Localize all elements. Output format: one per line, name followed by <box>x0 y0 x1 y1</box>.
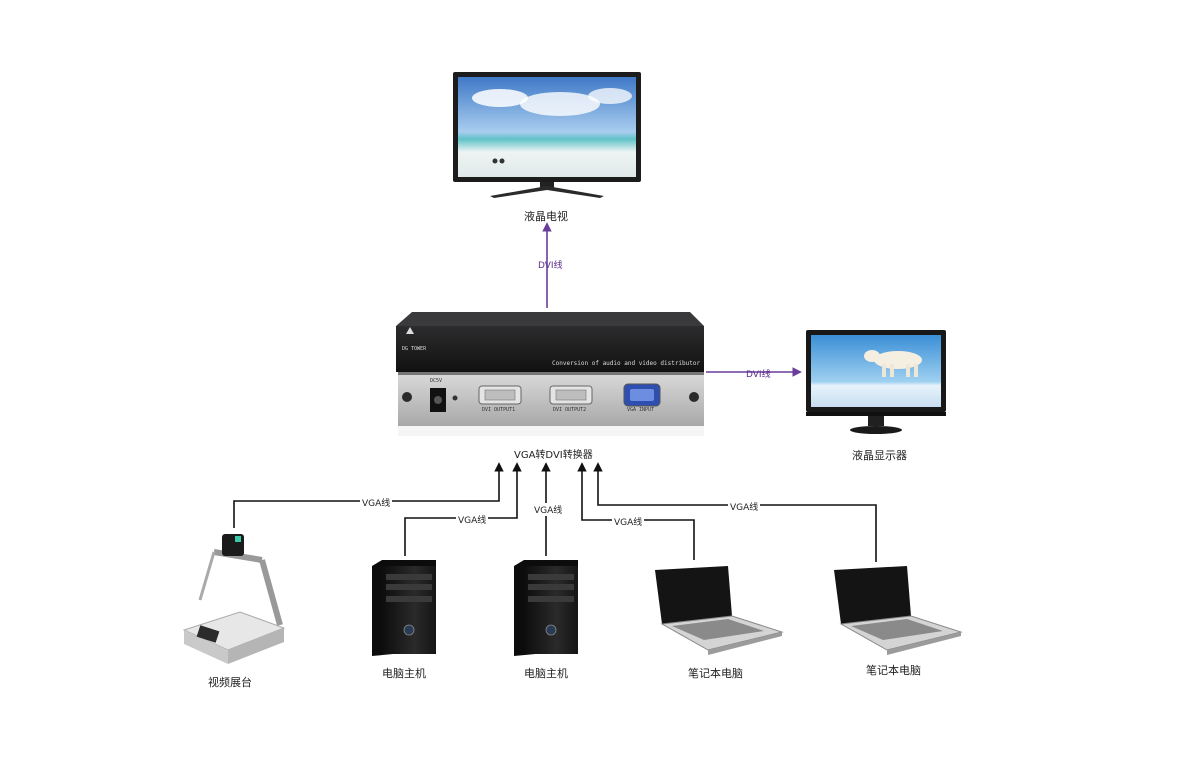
pc1-cable-label: VGA线 <box>456 513 489 526</box>
visual-presenter <box>182 534 286 664</box>
visualizer-cable-label: VGA线 <box>360 496 393 509</box>
lcd-tv <box>453 72 641 198</box>
converter-box <box>396 312 704 436</box>
tv-cable-label: DVI线 <box>538 261 563 271</box>
laptop-2 <box>834 566 963 655</box>
monitor-cable-label: DVI线 <box>746 370 771 380</box>
monitor-screen <box>811 335 941 407</box>
monitor-stand <box>850 426 902 434</box>
brand-logo-icon <box>406 327 414 334</box>
cable-from-pc1 <box>404 462 522 556</box>
converter-title: VGA转DVI转换器 <box>514 450 593 461</box>
laptop2-cable-label: VGA线 <box>728 500 761 513</box>
laptop1-label: 笔记本电脑 <box>688 667 743 680</box>
vga-input-label: VGA INPUT <box>627 407 655 413</box>
laptop1-screen <box>655 566 732 624</box>
tv-label: 液晶电视 <box>524 210 568 223</box>
pc1-front <box>382 566 436 654</box>
laptop2-screen <box>834 566 911 624</box>
laptop-1 <box>655 566 784 655</box>
screw-right-icon <box>689 392 699 402</box>
pc2-cable-label: VGA线 <box>532 503 565 516</box>
monitor-label: 液晶显示器 <box>852 449 907 462</box>
box-front-text: Conversion of audio and video distributo… <box>552 360 701 367</box>
laptop2-label: 笔记本电脑 <box>866 664 921 677</box>
tv-stand <box>490 186 604 198</box>
lcd-monitor <box>806 330 946 434</box>
output-cables <box>542 222 802 377</box>
laptop1-cable-label: VGA线 <box>612 515 645 528</box>
pc2-label: 电脑主机 <box>524 667 568 680</box>
screw-left-icon <box>402 392 412 402</box>
box-brand: DG TOWER <box>402 346 427 352</box>
pc2-front <box>524 566 578 654</box>
pc2-power-icon <box>545 624 557 636</box>
dvi-output-2-label: DVI OUTPUT2 <box>553 407 587 413</box>
dvi-output-1-label: DVI OUTPUT1 <box>482 407 516 413</box>
pc1-label: 电脑主机 <box>382 667 426 680</box>
cable-from-laptop2 <box>593 462 877 562</box>
pc-tower-2 <box>514 560 578 656</box>
pc-tower-1 <box>372 560 436 656</box>
pc1-power-icon <box>403 624 415 636</box>
dc-label: DC5V <box>430 378 443 384</box>
box-front <box>396 326 704 372</box>
visualizer-label: 视频展台 <box>208 676 252 689</box>
